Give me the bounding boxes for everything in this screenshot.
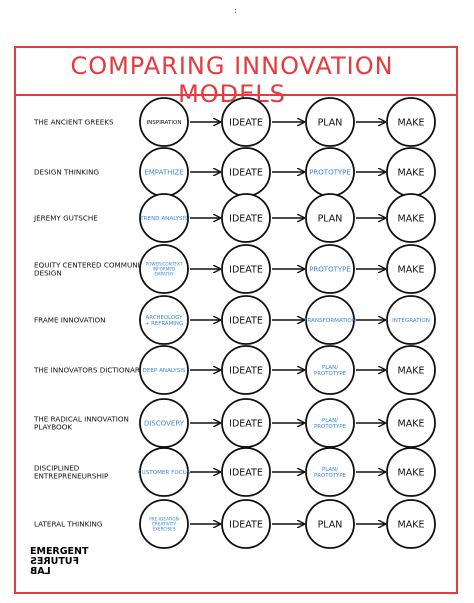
step-circle	[139, 398, 189, 448]
step-circle	[386, 193, 436, 243]
step-circle	[139, 97, 189, 147]
step-label: CUSTOMER FOCUS	[138, 470, 191, 476]
model-row: THE ANCIENT GREEKS INSPIRATION IDEATE PLAN M…	[33, 97, 436, 147]
step-circle	[386, 97, 436, 147]
step-circle	[386, 244, 436, 294]
step-label: TRANSFORMATION	[303, 318, 356, 324]
step-circle	[221, 97, 271, 147]
step-label: IDEATE	[229, 519, 263, 530]
model-name: LATERAL THINKING	[34, 520, 102, 529]
step-label: MAKE	[398, 365, 425, 376]
step-label: IDEATE	[229, 264, 263, 275]
step-label: ARCHEOLOGY+ REFRAMING	[145, 315, 183, 327]
model-name: THE ANCIENT GREEKS	[33, 118, 114, 127]
step-circle	[305, 295, 355, 345]
step-label: PLAN/PROTOTYPE	[314, 418, 347, 430]
step-label: PLAN/PROTOTYPE	[314, 467, 347, 479]
logo-line-1: EMERGENT	[30, 546, 89, 557]
step-circle	[386, 447, 436, 497]
step-circle	[221, 398, 271, 448]
step-label: MAKE	[398, 418, 425, 429]
step-label: PROTOTYPE	[309, 168, 351, 176]
step-circle	[386, 345, 436, 395]
step-circle	[386, 295, 436, 345]
step-label: MAKE	[398, 519, 425, 530]
model-name: DESIGN THINKING	[34, 168, 99, 177]
model-name: FRAME INNOVATION	[34, 316, 106, 325]
step-circle	[386, 398, 436, 448]
step-circle	[386, 499, 436, 549]
step-label: DISCOVERY	[144, 419, 185, 427]
step-circle	[221, 447, 271, 497]
step-label: PLAN/PROTOTYPE	[314, 365, 347, 377]
step-circle	[305, 447, 355, 497]
diagram-frame	[14, 46, 458, 594]
step-circle	[305, 398, 355, 448]
model-row: FRAME INNOVATION ARCHEOLOGY+ REFRAMING IDE…	[34, 295, 436, 345]
step-label: PROTOTYPE	[309, 265, 351, 273]
step-label: MAKE	[398, 264, 425, 275]
step-label: PLAN	[318, 213, 343, 224]
step-label: TREND ANALYSIS	[139, 216, 188, 222]
step-label: INTEGRATION	[392, 318, 430, 324]
emergent-futures-lab-logo: EMERGENT FUTURES LAB	[30, 546, 89, 578]
step-label: IDEATE	[229, 167, 263, 178]
step-label: EMPATHIZE	[144, 168, 183, 176]
step-circle	[139, 345, 189, 395]
title-divider	[14, 94, 458, 96]
step-label: IDEATE	[229, 213, 263, 224]
step-circle	[221, 295, 271, 345]
model-name: THE INNOVATORS DICTIONARY	[33, 366, 144, 375]
model-row: DESIGN THINKING EMPATHIZE IDEATE PROTOTYPE M…	[34, 147, 436, 197]
step-label: DEEP ANALYSIS	[143, 368, 186, 374]
step-circle	[139, 193, 189, 243]
step-label: PLAN	[318, 519, 343, 530]
step-circle	[305, 193, 355, 243]
step-circle	[139, 295, 189, 345]
step-circle	[305, 244, 355, 294]
step-label: PLAN	[318, 117, 343, 128]
step-circle	[305, 345, 355, 395]
step-label: IDEATE	[229, 365, 263, 376]
top-mark: :	[234, 6, 237, 15]
step-circle	[221, 244, 271, 294]
step-circle	[139, 447, 189, 497]
step-label: IDEATE	[229, 418, 263, 429]
step-label: MAKE	[398, 117, 425, 128]
step-circle	[139, 244, 189, 294]
step-label: MAKE	[398, 167, 425, 178]
logo-line-3: LAB	[30, 566, 51, 577]
step-label: IDEATE	[229, 117, 263, 128]
step-circle	[139, 499, 189, 549]
step-circle	[221, 499, 271, 549]
step-circle	[305, 97, 355, 147]
step-circle	[221, 345, 271, 395]
step-label: MAKE	[398, 467, 425, 478]
model-name: JEREMY GUTSCHE	[33, 214, 98, 223]
step-circle	[305, 499, 355, 549]
step-circle	[221, 193, 271, 243]
model-row: JEREMY GUTSCHE TREND ANALYSIS IDEATE PLAN MA…	[33, 193, 436, 243]
step-label: IDEATE	[229, 467, 263, 478]
step-label: MAKE	[398, 213, 425, 224]
step-label: IDEATE	[229, 315, 263, 326]
step-label: INSPIRATION	[146, 120, 181, 126]
